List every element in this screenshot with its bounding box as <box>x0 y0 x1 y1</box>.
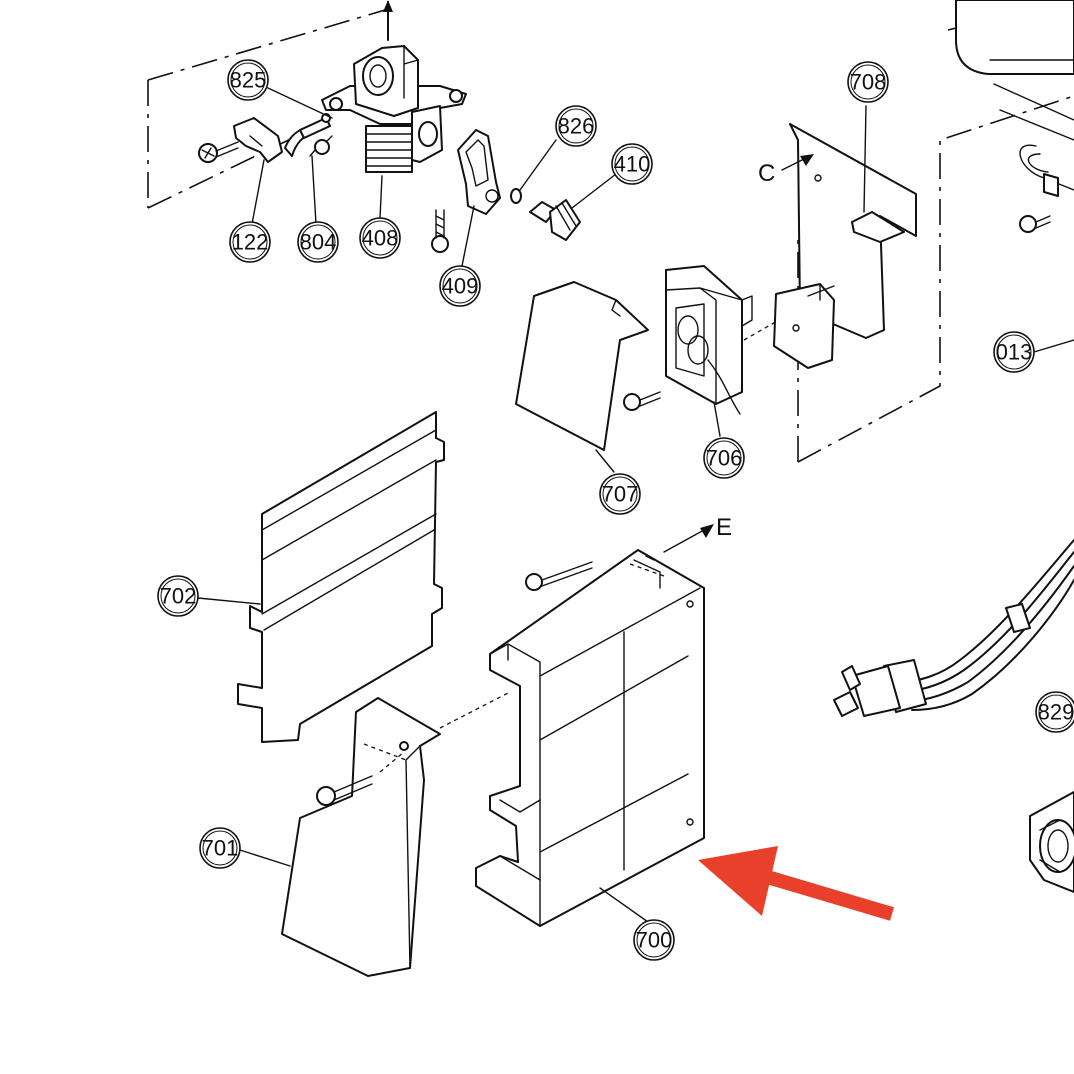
part-701-cover <box>281 697 441 977</box>
callout-410-label: 410 <box>614 152 651 177</box>
view-marker-e: E <box>716 514 732 541</box>
power-cord <box>833 539 1074 717</box>
callout-708: 708 <box>847 61 889 103</box>
callout-829: 829 <box>1035 691 1074 733</box>
part-708-bracket <box>773 0 1074 463</box>
part-409-gasket <box>457 129 501 215</box>
valve-group <box>147 0 581 253</box>
part-804-pin <box>284 117 333 157</box>
callout-707: 707 <box>599 473 641 515</box>
callout-804-label: 804 <box>300 230 337 255</box>
callout-700: 700 <box>633 919 675 961</box>
callout-829-label: 829 <box>1038 700 1074 725</box>
part-700-box <box>439 524 714 927</box>
part-013-area <box>955 0 1074 233</box>
screw-408 <box>431 209 449 253</box>
part-122-clip <box>233 117 283 163</box>
callout-702: 702 <box>157 575 199 617</box>
callout-013-label: 013 <box>996 340 1033 365</box>
callout-408: 408 <box>359 217 401 259</box>
callout-706: 706 <box>703 437 745 479</box>
highlight-arrow <box>698 846 894 921</box>
callout-702-label: 702 <box>160 584 197 609</box>
part-826-oring <box>510 188 522 204</box>
callout-408-label: 408 <box>362 226 399 251</box>
callout-825-label: 825 <box>230 68 267 93</box>
callout-826: 826 <box>555 105 597 147</box>
callout-700-label: 700 <box>636 928 673 953</box>
leader-lines <box>197 87 1074 923</box>
callout-706-label: 706 <box>706 446 743 471</box>
callout-701: 701 <box>199 827 241 869</box>
callout-122-label: 122 <box>232 230 269 255</box>
callout-804: 804 <box>297 221 339 263</box>
callout-707-label: 707 <box>602 482 639 507</box>
callout-013: 013 <box>993 331 1035 373</box>
part-408-valve-body <box>321 45 467 173</box>
view-marker-c: C <box>758 160 775 187</box>
callout-701-label: 701 <box>202 836 239 861</box>
part-410-knob <box>529 199 581 241</box>
callout-410: 410 <box>611 143 653 185</box>
part-707-cover <box>515 281 649 451</box>
callout-708-label: 708 <box>850 70 887 95</box>
callout-409: 409 <box>439 265 481 307</box>
callout-826-label: 826 <box>558 114 595 139</box>
view-marker-c-arrowhead <box>800 154 814 166</box>
callout-825: 825 <box>227 59 269 101</box>
view-marker-c-arrow <box>781 157 807 171</box>
part-702-panel <box>237 411 445 743</box>
callout-409-label: 409 <box>442 274 479 299</box>
callout-122: 122 <box>229 221 271 263</box>
part-829-fitting <box>1029 791 1074 893</box>
screw-122 <box>198 141 239 163</box>
